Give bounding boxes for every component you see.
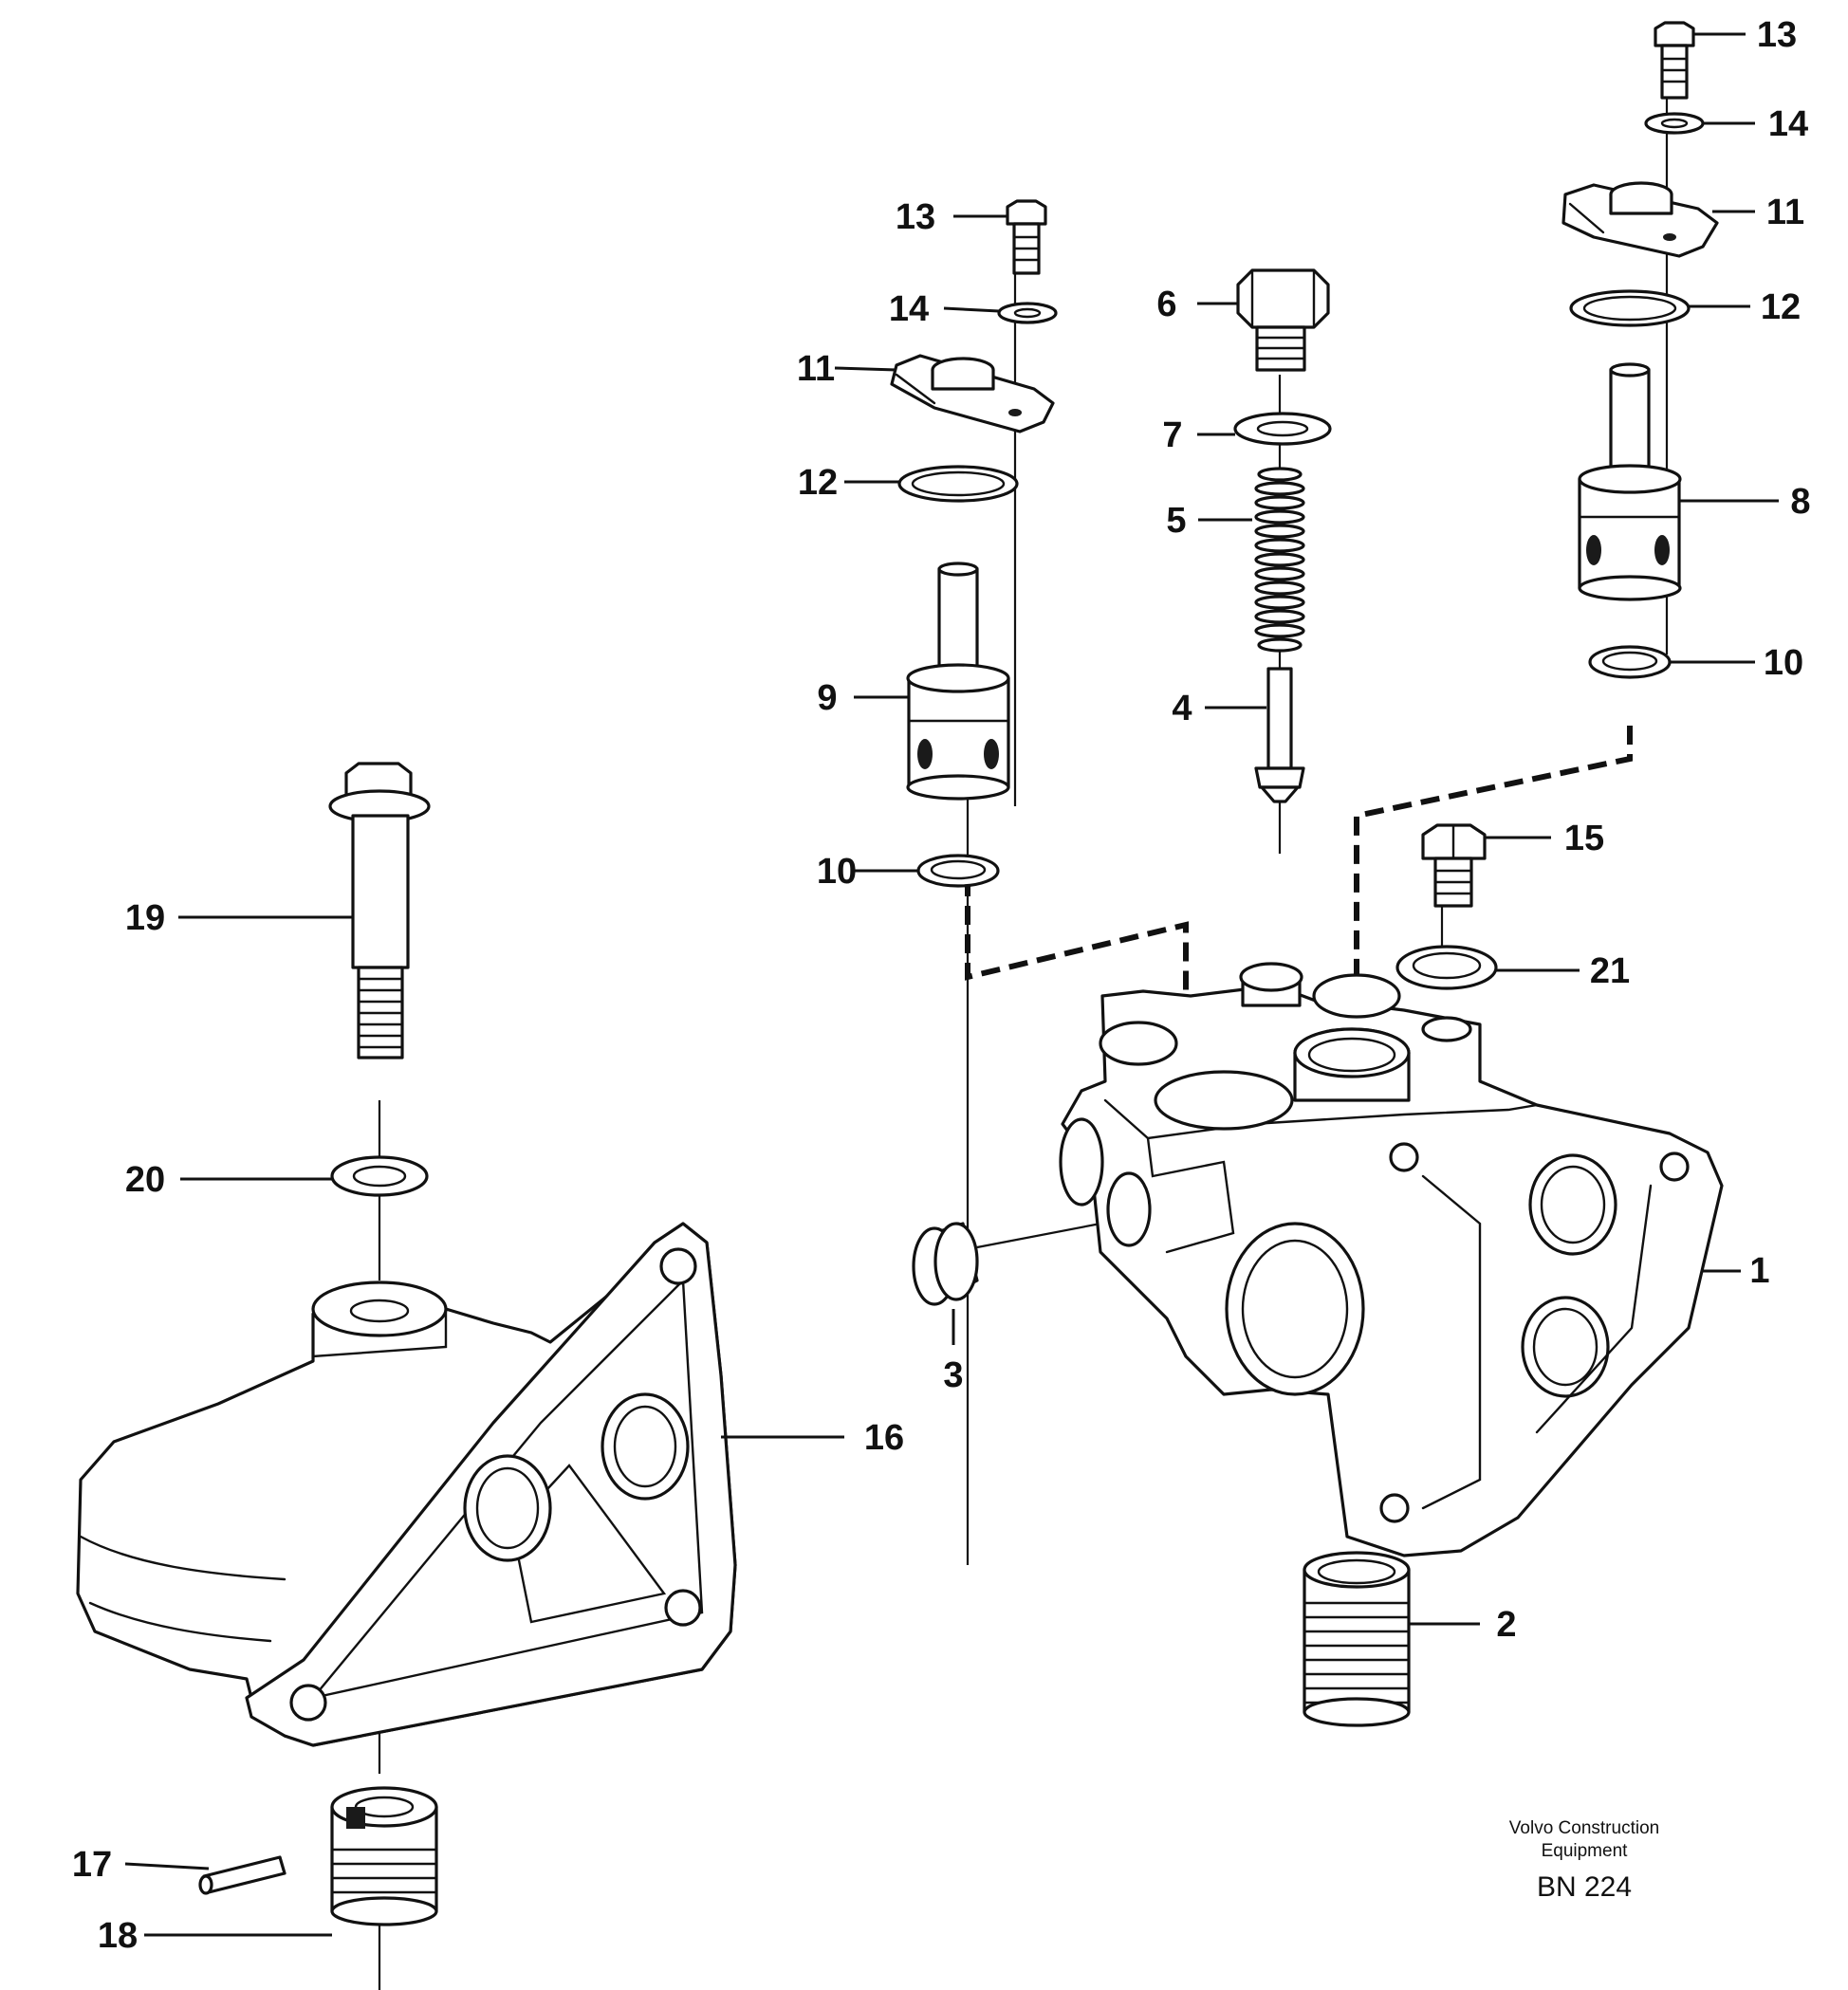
part-4-valve-stem xyxy=(1254,667,1305,803)
callout-13-left: 13 xyxy=(896,197,935,237)
part-16-filter-head xyxy=(76,1222,737,1747)
callout-14-left: 14 xyxy=(889,289,929,329)
callout-8: 8 xyxy=(1790,482,1810,522)
callout-15: 15 xyxy=(1564,819,1604,858)
leader-lines xyxy=(124,32,1779,1937)
part-11-cover-left xyxy=(890,354,1055,433)
part-6-hex-plug xyxy=(1236,268,1330,372)
part-19-hollow-bolt xyxy=(328,762,431,1059)
callout-19: 19 xyxy=(125,898,165,938)
part-2-nipple xyxy=(1303,1551,1411,1727)
diagram-code: BN 224 xyxy=(1537,1871,1632,1903)
callout-1: 1 xyxy=(1749,1251,1769,1291)
callout-12-left: 12 xyxy=(798,463,838,503)
callout-11-left: 11 xyxy=(797,349,835,389)
callout-7: 7 xyxy=(1162,415,1182,455)
part-14-washer-right xyxy=(1644,112,1705,135)
footer-brand: Volvo Construction Equipment BN 224 xyxy=(1509,1818,1659,1903)
callout-10-right: 10 xyxy=(1764,643,1803,683)
callout-14-right: 14 xyxy=(1768,104,1808,144)
callout-20: 20 xyxy=(125,1160,165,1200)
part-12-oring-left xyxy=(897,465,1019,503)
part-18-nipple xyxy=(330,1786,438,1926)
brand-line-2: Equipment xyxy=(1542,1841,1629,1861)
part-21-seal xyxy=(1395,945,1498,990)
callout-12-right: 12 xyxy=(1761,287,1801,327)
brand-line-1: Volvo Construction xyxy=(1509,1818,1659,1838)
callout-17: 17 xyxy=(72,1845,112,1885)
dashed-guides xyxy=(965,726,1633,1058)
part-5-spring xyxy=(1254,467,1305,653)
callout-9: 9 xyxy=(817,678,837,718)
callout-16: 16 xyxy=(864,1418,904,1458)
callout-6: 6 xyxy=(1156,285,1176,324)
callout-18: 18 xyxy=(98,1916,138,1956)
part-8-piston xyxy=(1578,362,1682,601)
callout-3: 3 xyxy=(943,1355,963,1395)
part-15-bolt xyxy=(1421,823,1487,908)
part-10-seal-left xyxy=(916,854,1000,888)
part-20-washer xyxy=(330,1155,429,1197)
part-11-cover-right xyxy=(1562,181,1719,258)
part-14-washer-left xyxy=(997,302,1058,324)
part-3-plug xyxy=(912,1222,979,1306)
part-13-bolt-left xyxy=(1006,199,1047,275)
callout-2: 2 xyxy=(1496,1605,1516,1645)
callout-5: 5 xyxy=(1166,501,1186,541)
callout-labels: 1 2 3 4 5 6 7 8 9 10 10 11 11 12 12 13 1… xyxy=(72,15,1811,1956)
part-13-bolt-right xyxy=(1654,21,1695,100)
callout-4: 4 xyxy=(1172,689,1192,728)
callout-21: 21 xyxy=(1590,951,1630,991)
part-7-washer xyxy=(1233,412,1332,446)
part-12-oring-right xyxy=(1569,289,1691,327)
callout-11-right: 11 xyxy=(1766,193,1804,232)
part-9-piston xyxy=(906,562,1010,801)
part-17-pin xyxy=(198,1855,286,1895)
callout-10-left: 10 xyxy=(817,852,857,892)
part-10-seal-right xyxy=(1588,645,1672,679)
part-1-housing xyxy=(1059,962,1724,1557)
callout-13-right: 13 xyxy=(1757,15,1797,55)
